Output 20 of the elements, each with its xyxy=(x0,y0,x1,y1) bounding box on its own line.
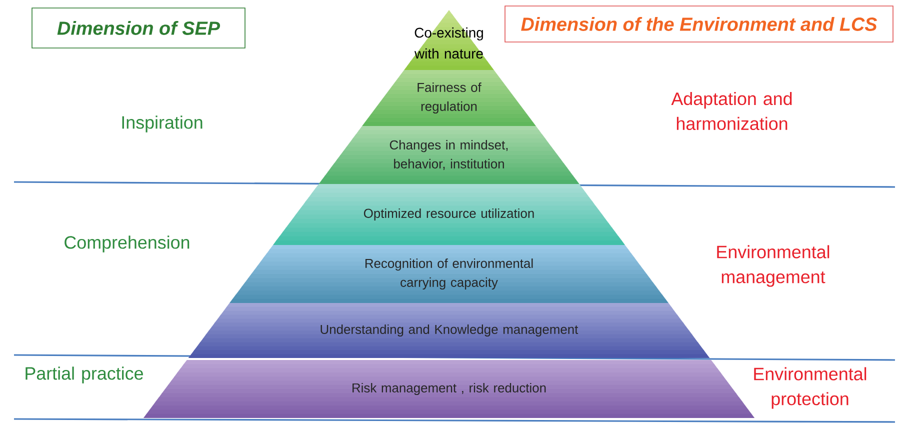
pyramid-layer: Recognition of environmental carrying capacity xyxy=(230,245,668,303)
node-label: Optimized resource utilization xyxy=(364,208,534,221)
pyramid-layer: Fairness of regulation xyxy=(362,70,536,126)
pyramid-layer: Changes in mindset, behavior, institution xyxy=(318,126,580,184)
side-label: Comprehension xyxy=(64,236,190,252)
pyramid-layer: Risk management , risk reduction xyxy=(143,360,755,418)
pyramid-layer: Optimized resource utilization xyxy=(273,184,625,245)
side-label: Environmental protection xyxy=(754,367,866,409)
side-label: Adaptation and harmonization xyxy=(671,92,792,130)
node-label: Recognition of environmental carrying capacity xyxy=(365,258,533,290)
side-label: Partial practice xyxy=(26,366,143,384)
header-box: Dimension of the Environment and LCS xyxy=(504,6,894,42)
node-label: Fairness of regulation xyxy=(418,82,482,114)
node-label: Changes in mindset, behavior, institution xyxy=(390,140,508,170)
side-label: Environmental management xyxy=(717,245,830,287)
node-label: Risk management , risk reduction xyxy=(352,382,546,396)
node-label: Understanding and Knowledge management xyxy=(320,324,578,337)
pyramid-layer: Understanding and Knowledge management xyxy=(188,303,710,358)
side-label: Inspiration xyxy=(122,116,202,132)
header-box: Dimension of SEP xyxy=(32,8,246,48)
